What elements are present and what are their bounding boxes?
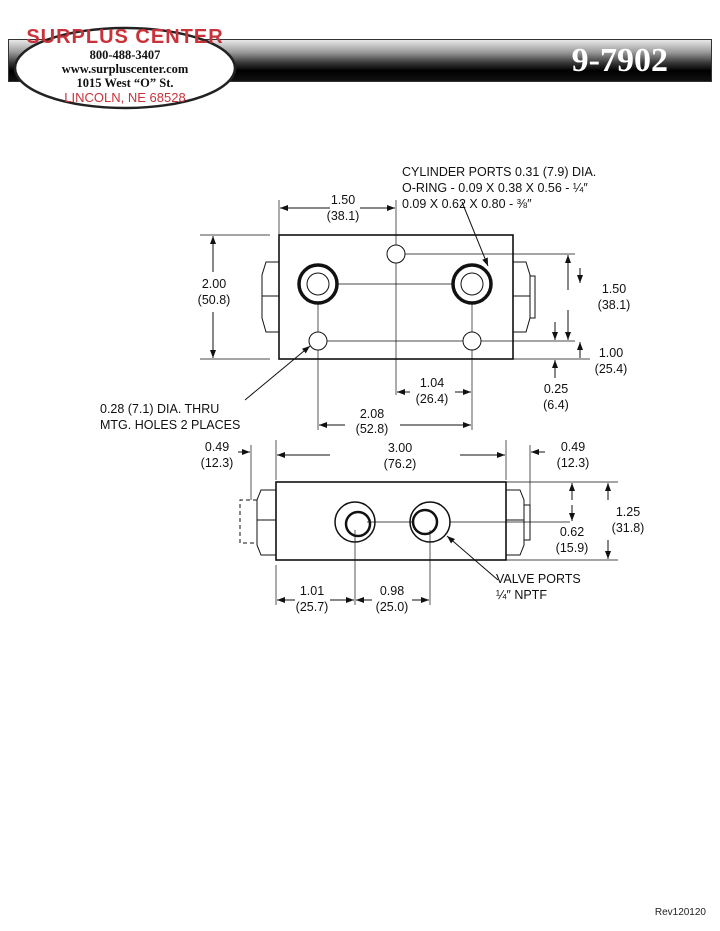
dim-label: 1.50 [602,282,626,296]
dim-label: (15.9) [556,541,589,555]
right-nut [513,261,536,333]
dim-label: (31.8) [612,521,645,535]
dim-label: 2.00 [202,277,226,291]
logo-city: LINCOLN, NE 68528 [64,90,186,105]
dim-label: 1.00 [599,346,623,360]
mtg-hole-right [462,331,482,351]
dim-label: (6.4) [543,398,569,412]
dim-label: 0.49 [561,440,585,454]
logo-address: 1015 West “O” St. [76,76,174,90]
left-nut [261,261,279,333]
cyl-ports-line2: O-RING - 0.09 X 0.38 X 0.56 - ¼″ [402,181,588,195]
cylinder-port-left [297,263,339,305]
dim-label: (25.0) [376,600,409,614]
dim-label: (76.2) [384,457,417,471]
dim-label: 1.25 [616,505,640,519]
top-hole [386,244,406,264]
dim-label: (38.1) [327,209,360,223]
mtg-holes-line1: 0.28 (7.1) DIA. THRU [100,402,219,416]
dim-label: (12.3) [201,456,234,470]
dim-label: (12.3) [557,456,590,470]
valve-ports-line2: ¼″ NPTF [496,588,547,602]
dim-label: (50.8) [198,293,231,307]
dim-label: 1.50 [331,193,355,207]
dimension-labels: CYLINDER PORTS 0.31 (7.9) DIA. O-RING - … [100,165,644,614]
revision-label: Rev120120 [654,907,706,918]
surplus-center-logo: SURPLUS CENTER 800-488-3407 www.surplusc… [12,26,238,110]
mtg-hole-left [308,331,328,351]
cyl-ports-line1: CYLINDER PORTS 0.31 (7.9) DIA. [402,165,596,179]
dim-label: 0.49 [205,440,229,454]
logo-name: SURPLUS CENTER [26,26,224,48]
dim-label: (25.7) [296,600,329,614]
side-right-nut [506,489,531,556]
dim-label: (26.4) [416,392,449,406]
side-left-nut [256,489,276,556]
dim-label: 1.04 [420,376,444,390]
dim-label: (38.1) [598,298,631,312]
logo-website: www.surpluscenter.com [61,62,189,76]
cyl-ports-line3: 0.09 X 0.62 X 0.80 - ⅜″ [402,197,532,211]
dim-label: 3.00 [388,441,412,455]
valve-ports-line1: VALVE PORTS [496,572,581,586]
logo-phone: 800-488-3407 [89,48,161,62]
dim-label: 0.62 [560,525,584,539]
dim-label: 0.25 [544,382,568,396]
dim-label: 1.01 [300,584,324,598]
part-number: 9-7902 [571,42,668,79]
cylinder-port-right [451,263,493,305]
dim-label: (52.8) [356,422,389,436]
dim-label: (25.4) [595,362,628,376]
mtg-holes-line2: MTG. HOLES 2 PLACES [100,418,240,432]
dim-label: 2.08 [360,407,384,421]
side-view-body [275,481,507,561]
dim-label: 0.98 [380,584,404,598]
